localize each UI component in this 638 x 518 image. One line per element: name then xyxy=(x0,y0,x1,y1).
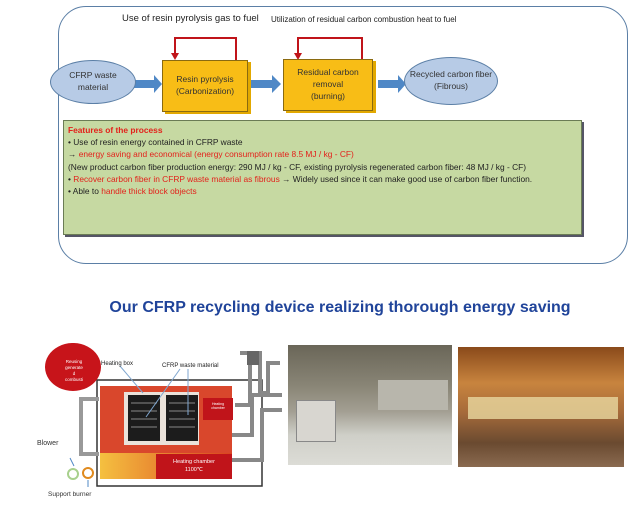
feedback-arrowhead-2 xyxy=(294,53,302,60)
step1-label: Resin pyrolysis xyxy=(176,74,234,85)
arrow-glyph: → xyxy=(68,149,79,160)
features-panel: Features of the process • Use of resin e… xyxy=(63,120,582,235)
equipment xyxy=(378,380,448,410)
conveyor-furnace xyxy=(468,397,618,419)
small-chamber-line: Heating xyxy=(211,402,225,406)
caption-resin-gas: Use of resin pyrolysis gas to fuel xyxy=(122,13,259,24)
caption-residual-heat: Utilization of residual carbon combustio… xyxy=(271,15,457,24)
input-label-2: material xyxy=(77,82,109,92)
bubble-line: d xyxy=(72,370,76,376)
label-heating-box: Heating box xyxy=(101,361,134,367)
bubble-line: Reusing xyxy=(65,359,83,364)
chamber-label: Heating chamber xyxy=(173,459,215,465)
factory-photo-2 xyxy=(458,347,624,467)
step2-label: Residual carbon removal xyxy=(297,67,359,90)
bubble-line: generate xyxy=(65,364,83,370)
input-label-1: CFRP waste xyxy=(69,70,117,81)
feature-thick-block: handle thick block objects xyxy=(101,185,197,196)
feedback-arrow-2 xyxy=(297,37,363,60)
feature-line-4: • Recover carbon fiber in CFRP waste mat… xyxy=(68,173,577,185)
feature-able-prefix: • Able to xyxy=(68,185,102,196)
support-burner-icon xyxy=(82,467,94,479)
feature-recover-fiber: Recover carbon fiber in CFRP waste mater… xyxy=(73,173,280,184)
feature-recover-rest: → Widely used since it can make good use… xyxy=(279,173,533,184)
feedback-arrowhead-1 xyxy=(171,53,179,60)
chamber-temp: 1100℃ xyxy=(184,466,203,473)
features-heading: Features of the process xyxy=(68,125,163,135)
feature-line-3: (New product carbon fiber production ene… xyxy=(68,161,527,172)
blower-icon xyxy=(67,468,79,480)
process-frame xyxy=(58,6,628,264)
device-drawing xyxy=(45,343,282,487)
label-blower: Blower xyxy=(37,440,59,447)
factory-photo-1 xyxy=(288,345,452,465)
bubble-line: combusti xyxy=(64,376,83,382)
output-ellipse: Recycled carbon fiber(Fibrous) xyxy=(404,57,498,105)
flow-connectors xyxy=(134,37,406,93)
output-label-2: (Fibrous) xyxy=(433,81,468,91)
step-resin-pyrolysis: Resin pyrolysis(Carbonization) xyxy=(162,60,248,112)
feature-line-1: • Use of resin energy contained in CFRP … xyxy=(68,137,243,148)
step2-sublabel: (burning) xyxy=(310,90,346,101)
label-support-burner: Support burner xyxy=(48,491,92,498)
furnace-door xyxy=(296,400,336,442)
feature-line-5: • Able to handle thick block objects xyxy=(68,185,577,197)
feature-line-2: → energy saving and economical (energy c… xyxy=(68,148,577,160)
flow-arrow-1 xyxy=(134,75,162,93)
step-residual-carbon-removal: Residual carbon removal(burning) xyxy=(283,59,373,111)
bullet: • xyxy=(68,173,74,184)
label-cfrp-waste: CFRP waste material xyxy=(162,363,219,369)
output-label-1: Recycled carbon fiber xyxy=(409,69,493,80)
small-chamber-line: chamber xyxy=(211,406,225,410)
step1-sublabel: (Carbonization) xyxy=(175,86,235,96)
flow-arrow-3 xyxy=(378,75,406,93)
feedback-arrow-1 xyxy=(174,37,237,60)
feature-energy-saving: energy saving and economical (energy con… xyxy=(78,149,354,160)
red-bubble xyxy=(45,343,101,391)
flow-arrow-2 xyxy=(249,75,281,93)
page-title: Our CFRP recycling device realizing thor… xyxy=(109,299,571,316)
